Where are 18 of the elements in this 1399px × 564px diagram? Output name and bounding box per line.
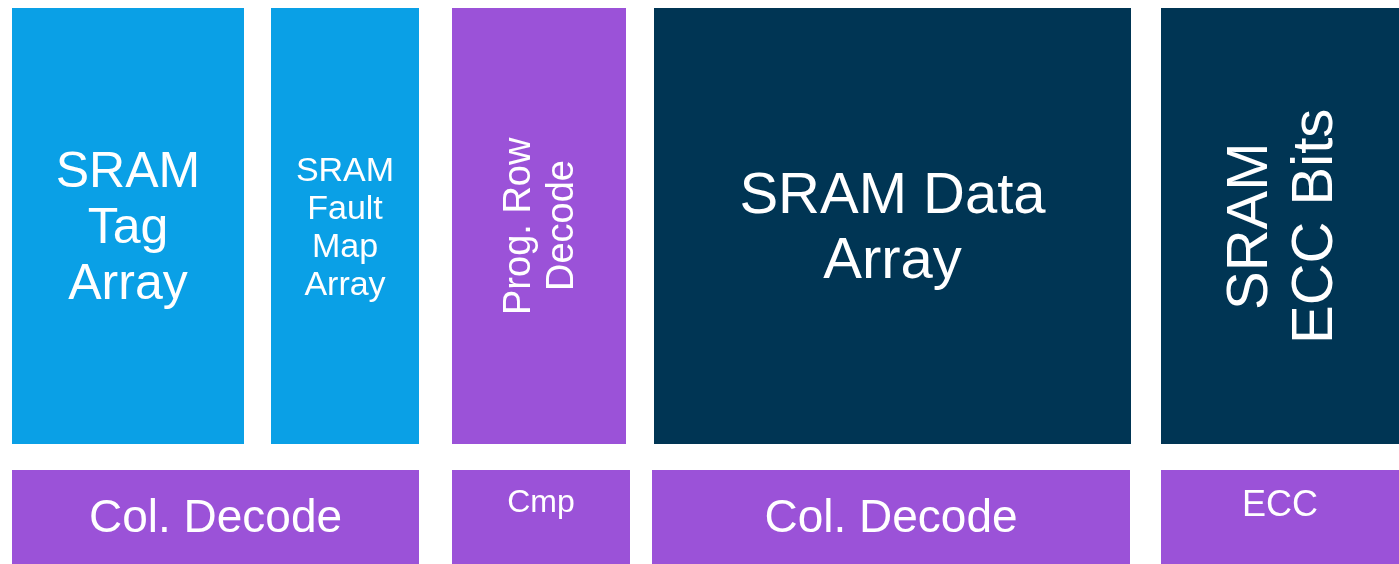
memory-block — [1161, 470, 1399, 564]
block-label: SRAM Fault Map Array — [294, 149, 396, 303]
memory-block — [654, 8, 1131, 444]
memory-block — [271, 8, 419, 444]
block-label: SRAM Tag Array — [54, 142, 202, 310]
memory-block — [1161, 8, 1399, 444]
block-label: Col. Decode — [87, 491, 344, 543]
block-label: Cmp — [506, 484, 576, 520]
memory-block — [652, 470, 1130, 564]
memory-block — [12, 8, 244, 444]
memory-block — [12, 470, 419, 564]
block-label: Prog. Row Decode — [496, 136, 582, 317]
block-label: ECC — [1241, 484, 1319, 525]
memory-block — [452, 470, 630, 564]
memory-block — [452, 8, 626, 444]
block-label: SRAM Data Array — [738, 161, 1047, 291]
block-label: Col. Decode — [763, 491, 1019, 543]
block-label: SRAM ECC Bits — [1215, 107, 1345, 346]
